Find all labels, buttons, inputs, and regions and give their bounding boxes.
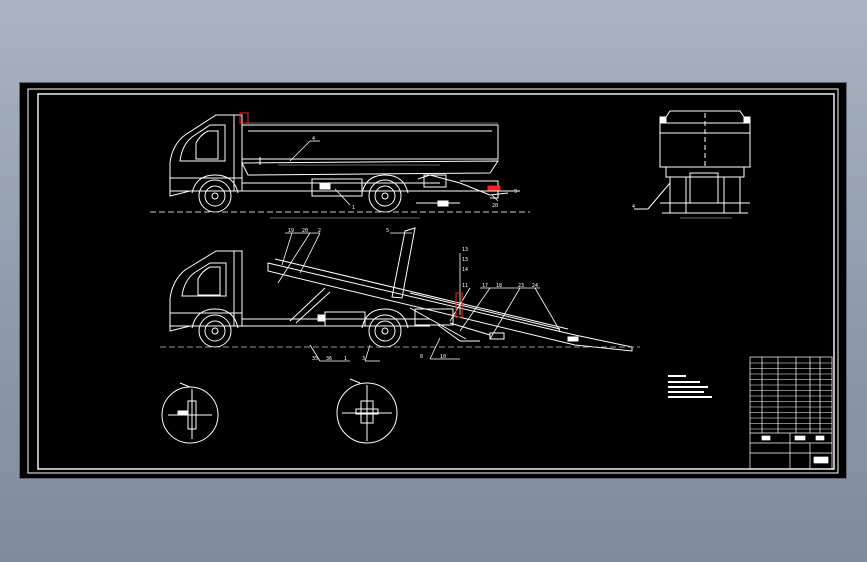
balloon-b-5: 5 (386, 228, 389, 234)
inner-border (37, 93, 835, 470)
balloon-rear-4: 4 (632, 204, 635, 210)
balloon-b-24: 24 (532, 283, 538, 289)
side-view-top (150, 112, 530, 213)
bottom-leaders (277, 232, 561, 362)
balloon-b-3: 3 (362, 356, 365, 362)
title-block (750, 432, 832, 469)
balloon-b-2: 2 (318, 228, 321, 234)
top-dimensions (248, 122, 498, 219)
balloon-b-17: 17 (482, 283, 488, 289)
balloon-b-13a: 13 (462, 247, 468, 253)
balloon-b-8: 8 (420, 354, 423, 360)
balloon-top-20: 20 (492, 203, 498, 209)
balloon-labels: 4 1 9 20 19 20 2 5 13 13 14 11 17 18 23 … (288, 136, 635, 362)
balloon-b-23: 23 (518, 283, 524, 289)
outer-border (27, 88, 839, 474)
balloon-b-36: 36 (326, 356, 332, 362)
rear-view (634, 110, 751, 219)
balloon-b-20: 20 (302, 228, 308, 234)
balloon-b-10: 10 (440, 354, 446, 360)
balloon-b-13b: 13 (462, 257, 468, 263)
balloon-b-1: 1 (344, 356, 347, 362)
parts-list-rows (750, 362, 832, 430)
top-leaders (289, 140, 518, 206)
balloon-b-19: 19 (288, 228, 294, 234)
cad-drawing: 4 1 9 20 19 20 2 5 13 13 14 11 17 18 23 … (27, 88, 839, 474)
side-view-bottom (160, 227, 640, 352)
balloon-b-18: 18 (496, 283, 502, 289)
drawing-sheet: 4 1 9 20 19 20 2 5 13 13 14 11 17 18 23 … (20, 83, 846, 478)
parts-list-table (749, 356, 833, 470)
detail-circle-b (336, 378, 398, 444)
balloon-b-11: 11 (462, 283, 468, 289)
detail-circle-a (161, 382, 219, 444)
red-marker (455, 292, 463, 318)
balloon-top-4: 4 (312, 136, 315, 142)
balloon-b-14: 14 (462, 267, 468, 273)
balloon-b-35: 35 (312, 356, 318, 362)
technical-notes (668, 375, 712, 398)
balloon-top-9: 9 (514, 189, 517, 195)
balloon-top-1: 1 (352, 205, 355, 211)
